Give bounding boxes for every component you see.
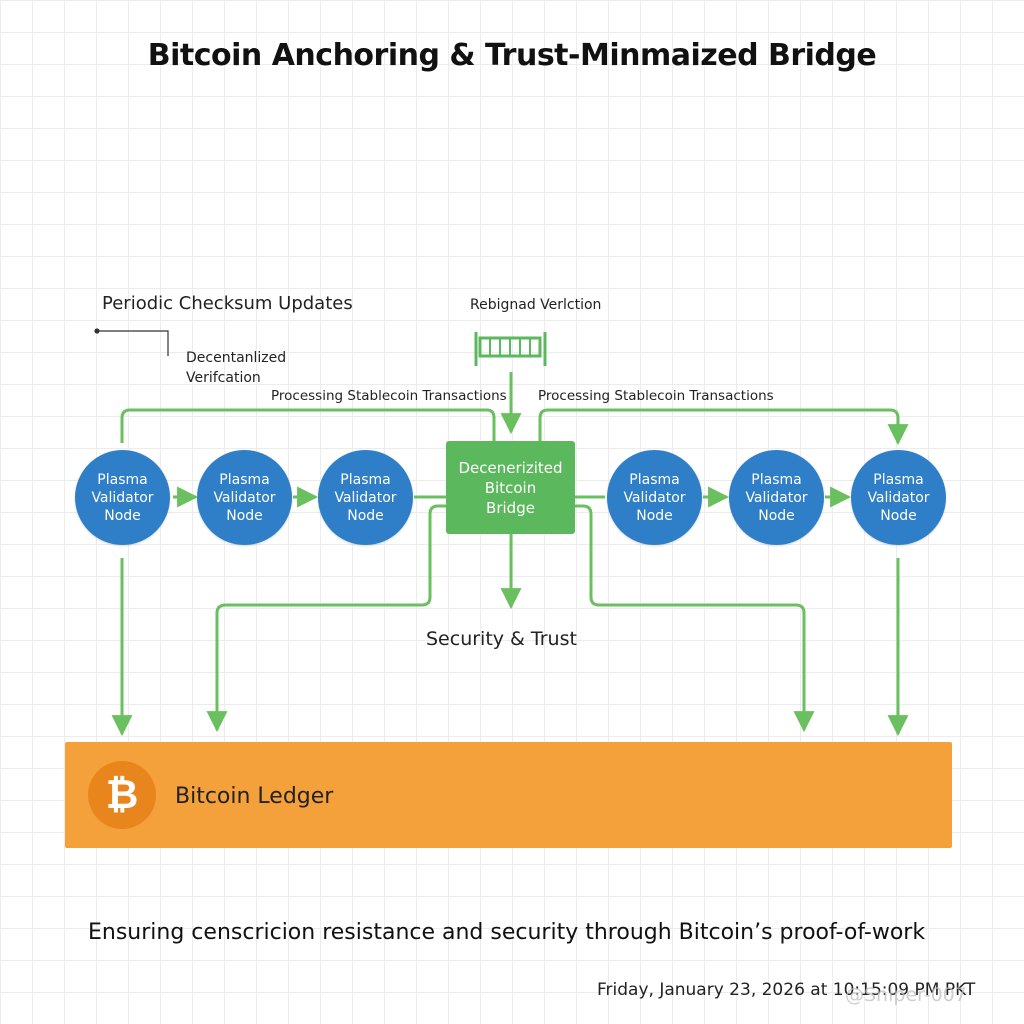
bridge-line: Bridge: [486, 498, 535, 517]
bridge-line: Decenerizited: [458, 458, 563, 477]
bitcoin-ledger-bar: [65, 742, 952, 848]
decentralized-verification-line1: Decentanlized: [186, 350, 287, 366]
timestamp: Friday, January 23, 2026 at 10:15:09 PM …: [597, 980, 976, 1000]
diagram-title: Bitcoin Anchoring & Trust-Minmaized Brid…: [147, 38, 877, 73]
verification-gate-icon: [474, 332, 547, 366]
node-line: Node: [758, 507, 795, 524]
node-line: Node: [636, 507, 673, 524]
node-line: Validator: [334, 489, 397, 506]
node-line: Plasma: [751, 471, 802, 488]
footer-caption: Ensuring censcricion resistance and secu…: [88, 920, 926, 945]
watermark: @Sniper-007: [845, 984, 967, 1006]
node-line: Validator: [213, 489, 276, 506]
node-line: Validator: [745, 489, 808, 506]
checksum-bracket: [94, 328, 169, 356]
processing-left-label: Processing Stablecoin Transactions: [271, 388, 507, 404]
node-line: Node: [880, 507, 917, 524]
bridge-line: Bitcoin: [484, 478, 537, 497]
periodic-checksum-label: Periodic Checksum Updates: [102, 293, 353, 314]
node-line: Plasma: [629, 471, 680, 488]
connector-top-left: [120, 408, 496, 443]
node-line: Validator: [91, 489, 154, 506]
bitcoin-icon: ₿: [88, 761, 156, 829]
node-line: Plasma: [219, 471, 270, 488]
node-line: Plasma: [97, 471, 148, 488]
connector-top-right: [538, 408, 909, 446]
rebigned-verification-label: Rebignad Verlction: [470, 297, 602, 313]
security-trust-label: Security & Trust: [426, 628, 577, 650]
node-line: Node: [226, 507, 263, 524]
arrow-bridge-left-ledger: [206, 504, 446, 733]
node-line: Node: [347, 507, 384, 524]
node-line: Validator: [867, 489, 930, 506]
bitcoin-ledger-label: Bitcoin Ledger: [175, 784, 334, 809]
node-line: Plasma: [340, 471, 391, 488]
node-line: Validator: [623, 489, 686, 506]
arrow-bridge-right-ledger: [575, 504, 815, 733]
node-line: Node: [104, 507, 141, 524]
processing-right-label: Processing Stablecoin Transactions: [538, 388, 774, 404]
decentralized-verification-label: Decentanlized Verifcation: [186, 348, 286, 388]
node-line: Plasma: [873, 471, 924, 488]
decentralized-verification-line2: Verifcation: [186, 370, 261, 386]
